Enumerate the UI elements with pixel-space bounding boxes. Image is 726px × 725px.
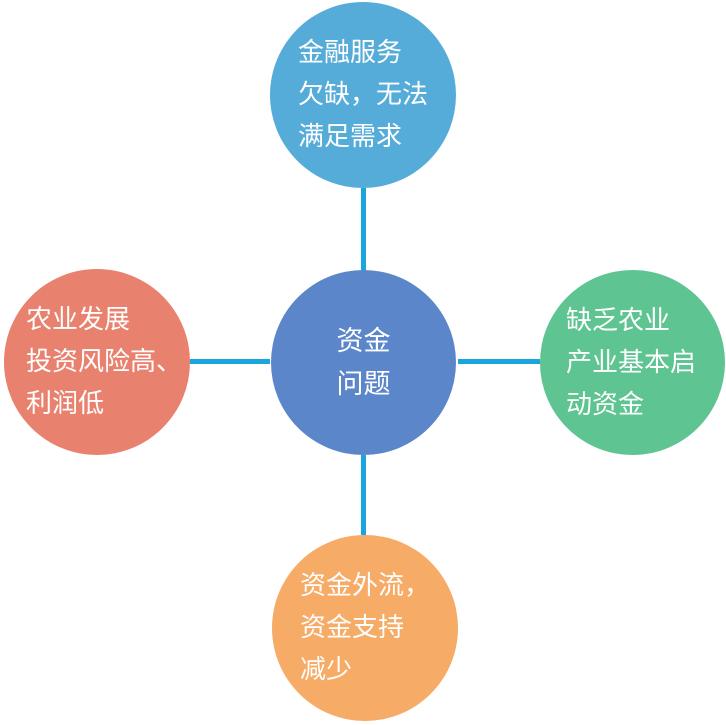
top-node-line: 金融服务 xyxy=(298,38,403,68)
bottom-node: 资金外流， 资金支持 减少 xyxy=(272,535,458,721)
left-node-line: 投资风险高、 xyxy=(26,347,183,377)
connector-bottom xyxy=(361,455,366,535)
right-node-line: 产业基本启 xyxy=(566,347,697,378)
right-node: 缺乏农业 产业基本启 动资金 xyxy=(540,270,725,455)
right-node-line: 动资金 xyxy=(566,389,645,420)
top-node-line: 欠缺，无法 xyxy=(298,80,429,110)
connector-right xyxy=(458,359,540,364)
center-node: 资金 问题 xyxy=(271,270,456,455)
bottom-node-line: 减少 xyxy=(300,655,353,685)
right-node-line: 缺乏农业 xyxy=(566,305,671,336)
center-node-line: 资金 xyxy=(336,325,391,357)
connector-left xyxy=(190,359,270,364)
left-node-line: 利润低 xyxy=(26,389,105,419)
bottom-node-line: 资金外流， xyxy=(300,571,431,601)
top-node: 金融服务 欠缺，无法 满足需求 xyxy=(270,2,456,188)
top-node-line: 满足需求 xyxy=(298,122,403,152)
bottom-node-line: 资金支持 xyxy=(300,613,405,643)
left-node: 农业发展 投资风险高、 利润低 xyxy=(4,269,190,455)
center-node-line: 问题 xyxy=(336,368,391,400)
left-node-line: 农业发展 xyxy=(26,305,131,335)
connector-top xyxy=(361,188,366,274)
